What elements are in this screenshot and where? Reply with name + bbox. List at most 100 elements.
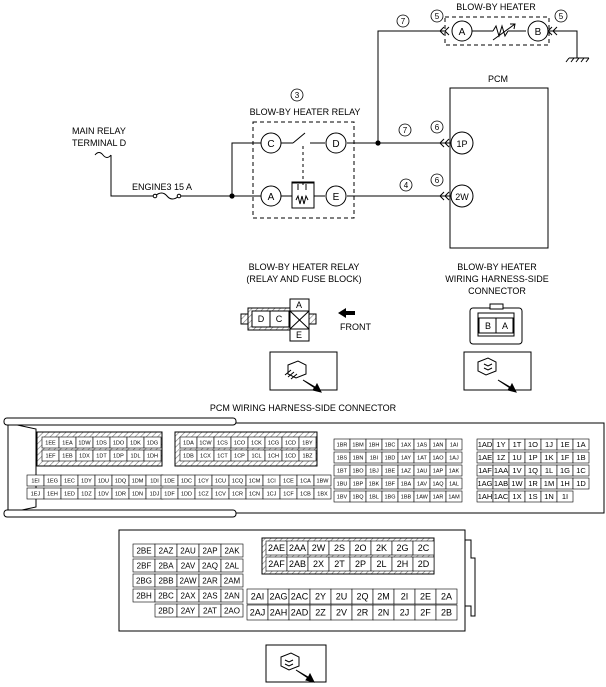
pin-label: 1CP bbox=[234, 453, 245, 459]
pin-label: 1CW bbox=[199, 440, 212, 446]
pin-label: 1DB bbox=[183, 453, 194, 459]
pin-label: 1BJ bbox=[369, 468, 379, 474]
pin-label: 1CT bbox=[217, 453, 228, 459]
wiring-schematic bbox=[94, 16, 590, 249]
pin-label: 1AI bbox=[450, 442, 459, 448]
pin-label: 2AH bbox=[270, 608, 288, 618]
pin-label: 2AM bbox=[224, 576, 241, 585]
pin-label: 1P bbox=[528, 453, 537, 462]
pin-label: 1G bbox=[560, 466, 570, 475]
pin-label: 1BL bbox=[369, 494, 379, 500]
pin-label: 1CL bbox=[251, 453, 261, 459]
pin-label: 1EC bbox=[64, 478, 75, 484]
pin-label: 1K bbox=[544, 453, 553, 462]
pin-label: 1CX bbox=[200, 453, 211, 459]
pin-label: 1AZ bbox=[401, 468, 412, 474]
pin-label: 1CK bbox=[251, 440, 262, 446]
pin-cell bbox=[572, 464, 590, 477]
pin-label: 1EI bbox=[31, 478, 40, 484]
pin-label: 2H bbox=[397, 559, 409, 569]
pin-label: 1V bbox=[512, 466, 521, 475]
pin-label: 1H bbox=[560, 479, 570, 488]
heater-title: BLOW-BY HEATER bbox=[456, 2, 536, 12]
pin-label: 1BX bbox=[317, 491, 328, 497]
pin-label: 2AV bbox=[181, 561, 196, 570]
fuse-label: ENGINE3 15 A bbox=[132, 182, 192, 192]
pin-label: 1DY bbox=[81, 478, 92, 484]
pin-label: 1CV bbox=[215, 491, 226, 497]
pin-label: 2AO bbox=[224, 606, 240, 615]
pin-label: 1CO bbox=[234, 440, 246, 446]
pin-label: 2AU bbox=[180, 546, 196, 555]
pin-label: 1BD bbox=[385, 455, 396, 461]
pin-label: 1AA bbox=[494, 466, 508, 475]
pin-label: 1EA bbox=[62, 440, 73, 446]
pin-label: 2I bbox=[401, 592, 409, 602]
pin-label: 2AL bbox=[225, 561, 240, 570]
pin-label: 1AB bbox=[494, 479, 508, 488]
pin-cell bbox=[313, 474, 332, 487]
relay-pin-a: A bbox=[296, 300, 302, 310]
pin-label: 1C bbox=[576, 466, 586, 475]
pin-label: 1DE bbox=[164, 478, 175, 484]
main-relay-terminal-label: TERMINAL D bbox=[72, 138, 127, 148]
pin-label: 1AP bbox=[433, 468, 444, 474]
pin-label: 1CM bbox=[249, 478, 261, 484]
pin-label: 2AQ bbox=[202, 561, 218, 570]
pin-cell bbox=[220, 588, 244, 603]
wire-heater-to-ground bbox=[549, 30, 578, 58]
pin-label: 2A bbox=[441, 592, 452, 602]
pin-cell bbox=[412, 556, 435, 572]
pin-label: 1EE bbox=[45, 440, 56, 446]
relay-pin-d: D bbox=[258, 314, 265, 324]
pin-label: 1BF bbox=[385, 481, 396, 487]
pin-label: 1BA bbox=[401, 481, 412, 487]
heater-connector-label-2: WIRING HARNESS-SIDE bbox=[445, 274, 549, 284]
pin-label: 1DF bbox=[164, 491, 175, 497]
pin-label: 2AZ bbox=[159, 546, 174, 555]
pin-label: 2L bbox=[376, 559, 386, 569]
pin-cell bbox=[445, 451, 463, 464]
pin-label: 1CF bbox=[283, 491, 294, 497]
pin-label: 1Z bbox=[497, 453, 506, 462]
ground-icon bbox=[565, 57, 590, 63]
pin-cell bbox=[143, 449, 162, 462]
heater-terminal-a: A bbox=[459, 27, 466, 38]
pin-label: 2D bbox=[418, 559, 430, 569]
connector-view-icon bbox=[265, 644, 327, 683]
junction-dot bbox=[375, 140, 381, 146]
pin-label: 2Q bbox=[356, 592, 368, 602]
pin-label: 1DM bbox=[132, 478, 144, 484]
pin-label: 1BB bbox=[401, 494, 412, 500]
pin-label: 1BV bbox=[337, 494, 348, 500]
pin-label: 1CJ bbox=[267, 491, 277, 497]
pin-label: 2AD bbox=[291, 608, 309, 618]
pin-label: 1AV bbox=[417, 481, 427, 487]
pin-label: 2O bbox=[354, 543, 366, 553]
junction-dot bbox=[229, 193, 235, 199]
pin-label: 2BA bbox=[158, 561, 174, 570]
pin-label: 1R bbox=[528, 479, 538, 488]
pin-label: 1DJ bbox=[150, 491, 160, 497]
pin-label: 2Z bbox=[315, 608, 326, 618]
terminal-d: D bbox=[332, 139, 339, 150]
relay-pin-c: C bbox=[276, 314, 283, 324]
pin-label: 2Y bbox=[315, 592, 326, 602]
pin-label: 1DW bbox=[78, 440, 91, 446]
pin-label: 2AW bbox=[179, 576, 196, 585]
pin-label: 1BP bbox=[353, 481, 364, 487]
pin-label: 1BH bbox=[369, 442, 380, 448]
pin-label: 1EJ bbox=[31, 491, 41, 497]
pin-label: 1A bbox=[576, 440, 585, 449]
pin-label: 2R bbox=[357, 608, 369, 618]
pin-label: 2F bbox=[420, 608, 431, 618]
pin-label: 1F bbox=[561, 453, 570, 462]
pin-label: 1DN bbox=[132, 491, 143, 497]
pin-label: 2AJ bbox=[250, 608, 266, 618]
pin-label: 2E bbox=[420, 592, 431, 602]
wire-num-4: 4 bbox=[404, 181, 409, 190]
pin-label: 1T bbox=[513, 440, 522, 449]
pin-label: 1CH bbox=[268, 453, 279, 459]
pin-label: 2AK bbox=[224, 546, 240, 555]
